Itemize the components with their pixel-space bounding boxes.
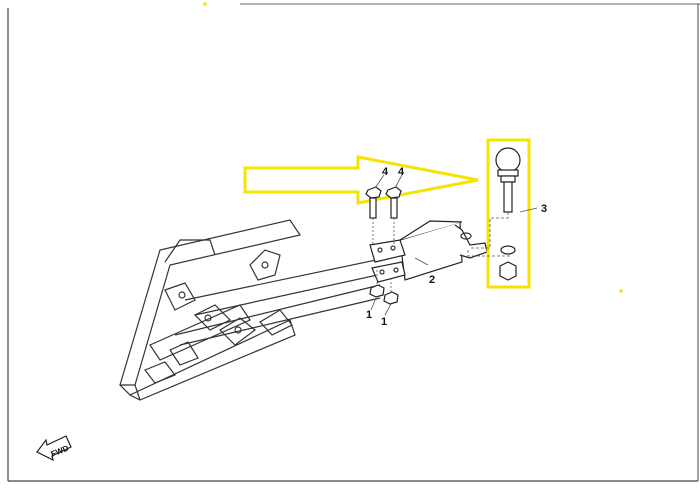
highlight-box <box>486 138 531 289</box>
highlight-dot <box>619 289 623 293</box>
callout-nut: 1 <box>381 316 387 328</box>
fwd-direction-arrow: FWD <box>36 435 72 462</box>
highlight-dot <box>203 2 207 6</box>
callout-bolt: 4 <box>398 166 405 178</box>
page-border <box>7 3 700 482</box>
callout-nut: 1 <box>366 309 372 321</box>
callout-hitch-ball-kit: 3 <box>541 203 547 215</box>
receiver-tube-part <box>369 220 488 283</box>
callout-receiver: 2 <box>429 274 435 286</box>
bolt-part <box>365 186 402 245</box>
nut-part <box>369 270 399 305</box>
highlight-arrow <box>243 155 479 205</box>
callout-leaders <box>370 174 403 316</box>
vehicle-frame <box>119 219 401 401</box>
hitch-ball-part <box>467 147 538 281</box>
callout-bolt: 4 <box>382 166 389 178</box>
